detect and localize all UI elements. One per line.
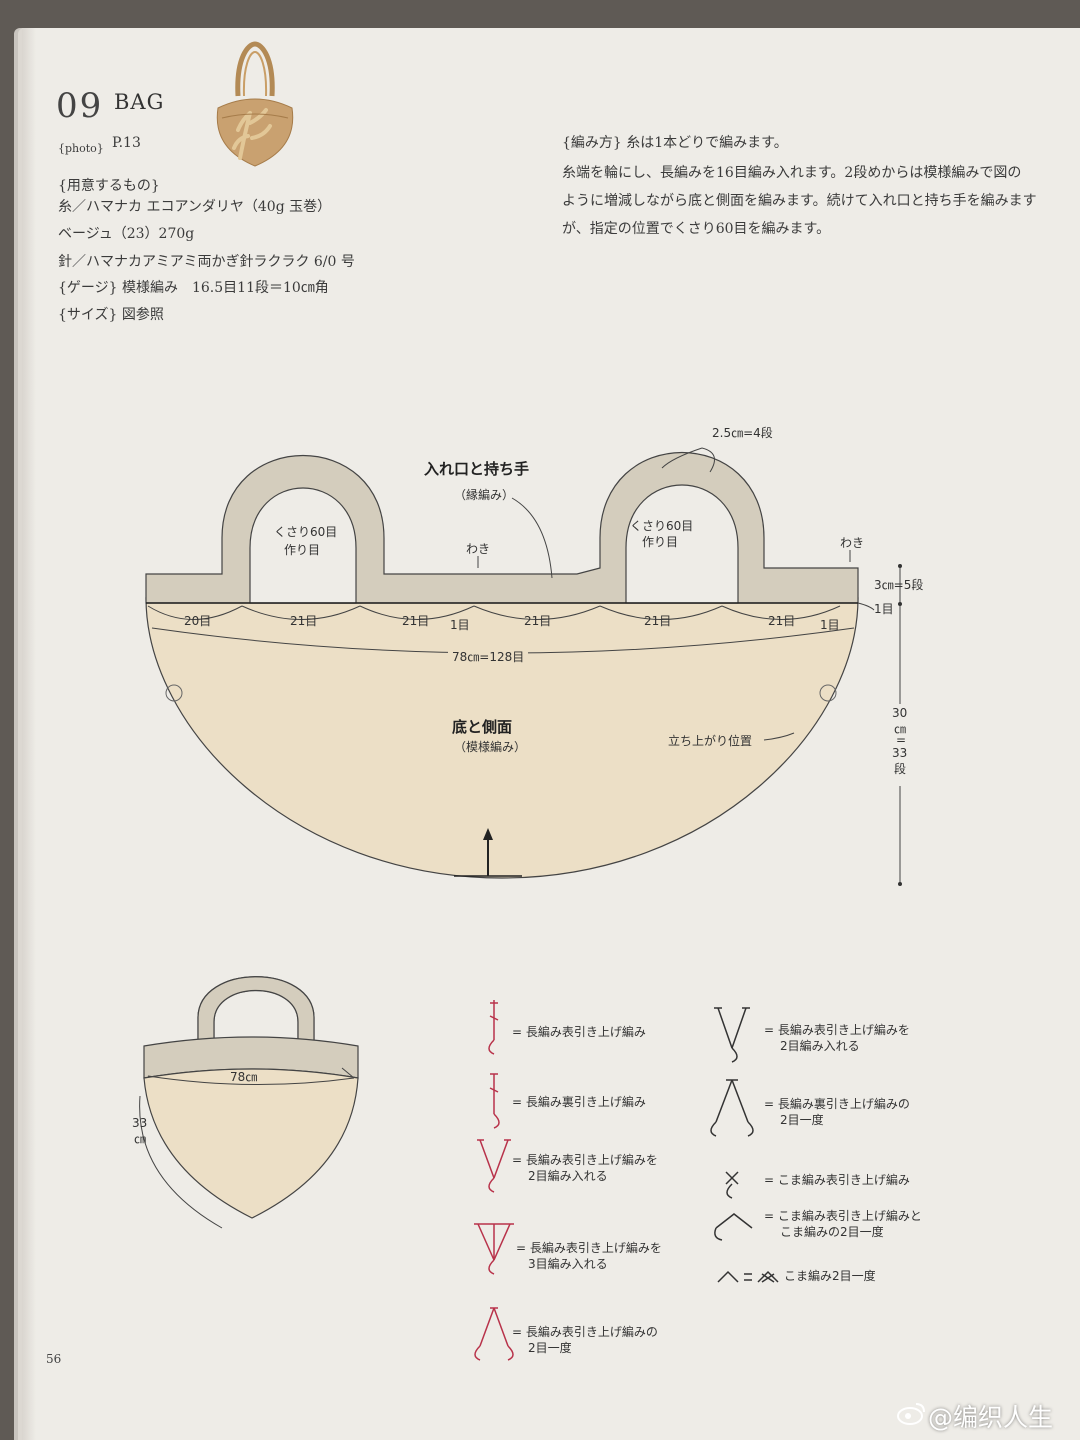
stitch-count: 21目 [524, 614, 552, 628]
body-title: 底と側面 [452, 718, 513, 736]
watermark-text: @编织人生 [928, 1403, 1054, 1432]
one-stitch-label: 1目 [874, 602, 894, 616]
instruction-line: 糸端を輪にし、長編みを16目編み入れます。2段めからは模様編みで図の [562, 165, 1022, 181]
symbol-sc2tog-icon [717, 1270, 779, 1283]
pattern-title: BAG [114, 90, 165, 114]
chain-label-right: 作り目 [642, 535, 679, 549]
legend-item: = こま編み表引き上げ編み [764, 1173, 910, 1187]
book-page: 09 BAG {photo} P.13 {用意するもの} 糸／ハマナカ エコアン… [22, 28, 1080, 1440]
handle-hole-left [249, 487, 357, 604]
chain-label-left: くさり60目 [274, 525, 338, 539]
width-label: 78㎝=128目 [448, 648, 529, 665]
materials-line: ベージュ（23）270g [58, 226, 195, 242]
opening-subtitle: （縁編み） [454, 488, 515, 502]
height-rows-unit: 段 [894, 762, 907, 776]
materials-line: 糸／ハマナカ エコアンダリヤ（40g 玉巻） [58, 199, 332, 215]
stitch-count: 1目 [450, 618, 470, 632]
materials-line: 針／ハマナカアミアミ両かぎ針ラクラク 6/0 号 [58, 254, 355, 270]
height-rows: 33 [892, 746, 908, 760]
page-number: 56 [46, 1352, 62, 1366]
symbol-fpdc-2-in-one-icon [477, 1139, 511, 1193]
legend-item: こま編み2目一度 [784, 1269, 876, 1283]
materials-heading: {用意するもの} [58, 178, 160, 194]
finished-height-unit: ㎝ [134, 1132, 147, 1146]
symbol-fpdc-2-in-one-black-icon [714, 1007, 750, 1063]
pattern-number: 09 [56, 86, 104, 126]
photo-label: {photo} [58, 142, 104, 155]
symbol-front-post-dc-icon [488, 1000, 499, 1055]
height-equals: = [896, 733, 907, 747]
instruction-line: が、指定の位置でくさり60目を編みます。 [562, 221, 831, 237]
rim-height-label: 3㎝=5段 [874, 578, 924, 592]
instruction-line: ように増減しながら底と側面を編みます。続けて入れ口と持ち手を編みます [562, 193, 1037, 209]
bag-photo [216, 41, 294, 167]
photo-page: P.13 [112, 135, 141, 151]
weibo-logo-icon [897, 1403, 925, 1425]
side-label-left: わき [466, 542, 491, 556]
size-line: {サイズ} 図参照 [58, 307, 164, 323]
stitch-legend-symbols [474, 1000, 779, 1361]
rise-position-label: 立ち上がり位置 [668, 734, 753, 748]
stitch-count: 21目 [290, 614, 318, 628]
symbol-fp-sc-sc2tog-icon [714, 1213, 753, 1241]
instruction-line: {編み方} 糸は1本どりで編みます。 [562, 135, 788, 151]
finished-bag-sketch [139, 976, 359, 1229]
finished-height: 33 [132, 1116, 148, 1130]
legend-item: = こま編み表引き上げ編みとこま編みの2目一度 [764, 1209, 922, 1239]
page-spine-shadow [22, 28, 36, 1440]
stitch-count: 1目 [820, 618, 840, 632]
symbol-fp-sc-icon [725, 1171, 739, 1199]
height-unit: ㎝ [894, 722, 907, 736]
body-shape [145, 597, 859, 879]
legend-item: = 長編み表引き上げ編み [512, 1025, 646, 1039]
finished-width: 78㎝ [230, 1070, 258, 1084]
chain-label-right: くさり60目 [630, 519, 694, 533]
stitch-count: 21目 [402, 614, 430, 628]
handle-hole-right [625, 484, 739, 604]
stitch-count: 20目 [184, 614, 212, 628]
opening-title: 入れ口と持ち手 [424, 460, 530, 478]
stitch-count: 21目 [768, 614, 796, 628]
symbol-bpdc-2-together-icon [710, 1079, 754, 1137]
symbol-back-post-dc-icon [489, 1073, 500, 1129]
symbol-fpdc-3-in-one-icon [474, 1223, 514, 1275]
gauge-line: {ゲージ} 模様編み 16.5目11段＝10㎝角 [58, 280, 329, 296]
side-label-right: わき [840, 536, 865, 550]
handle-height-label: 2.5㎝=4段 [712, 426, 773, 440]
height-cm: 30 [892, 706, 908, 720]
symbol-fpdc-2-together-icon [474, 1307, 514, 1361]
bag-schematic [145, 447, 902, 886]
chain-label-left: 作り目 [284, 543, 321, 557]
body-subtitle: （模様編み） [454, 740, 527, 754]
legend-item: = 長編み裏引き上げ編み [512, 1095, 646, 1109]
stitch-count: 21目 [644, 614, 672, 628]
